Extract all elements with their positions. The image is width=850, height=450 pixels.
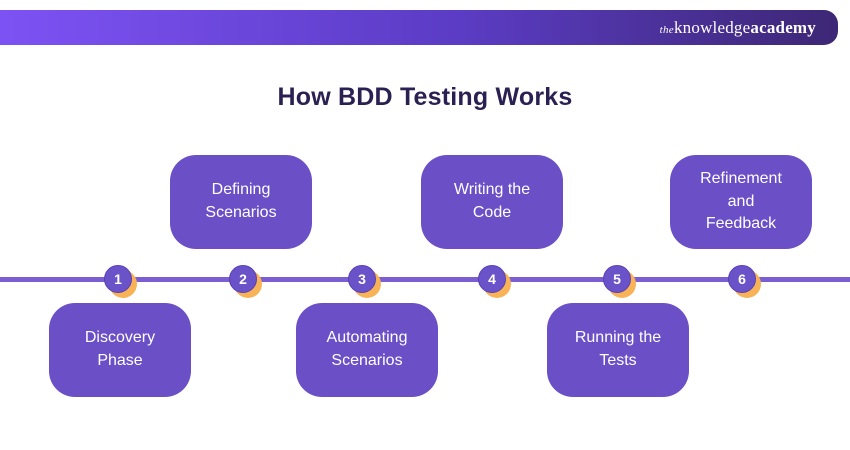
step-marker-2: 2 — [229, 265, 262, 298]
brand-logo-prefix: the — [659, 23, 674, 36]
page-title: How BDD Testing Works — [277, 83, 573, 111]
header-bar: theknowledgeacademy — [0, 10, 838, 45]
step-box-label: Automating Scenarios — [326, 329, 408, 369]
step-box-label: Defining Scenarios — [205, 181, 277, 221]
step-box-label: Discovery Phase — [84, 329, 156, 369]
step-box-running-the-tests: Running the Tests — [547, 303, 689, 397]
step-box-label: Refinement and Feedback — [700, 169, 782, 233]
step-marker-6: 6 — [728, 265, 761, 298]
timeline-line — [0, 277, 850, 282]
step-box-defining-scenarios: Defining Scenarios — [170, 155, 312, 249]
step-box-label: Writing the Code — [453, 181, 531, 221]
step-marker-4: 4 — [478, 265, 511, 298]
step-number-badge: 1 — [104, 265, 132, 293]
step-box-writing-the-code: Writing the Code — [421, 155, 563, 249]
step-number-badge: 5 — [603, 265, 631, 293]
step-marker-3: 3 — [348, 265, 381, 298]
step-box-refinement-and-feedback: Refinement and Feedback — [670, 155, 812, 249]
step-box-label: Running the Tests — [574, 329, 662, 369]
step-number-badge: 6 — [728, 265, 756, 293]
brand-logo-name: knowledge — [673, 17, 751, 37]
step-box-discovery-phase: Discovery Phase — [49, 303, 191, 397]
step-number-badge: 2 — [229, 265, 257, 293]
step-number-badge: 3 — [348, 265, 376, 293]
step-box-automating-scenarios: Automating Scenarios — [296, 303, 438, 397]
brand-logo-suffix: academy — [750, 17, 816, 37]
step-marker-1: 1 — [104, 265, 137, 298]
brand-logo: theknowledgeacademy — [660, 19, 816, 37]
step-number-badge: 4 — [478, 265, 506, 293]
step-marker-5: 5 — [603, 265, 636, 298]
